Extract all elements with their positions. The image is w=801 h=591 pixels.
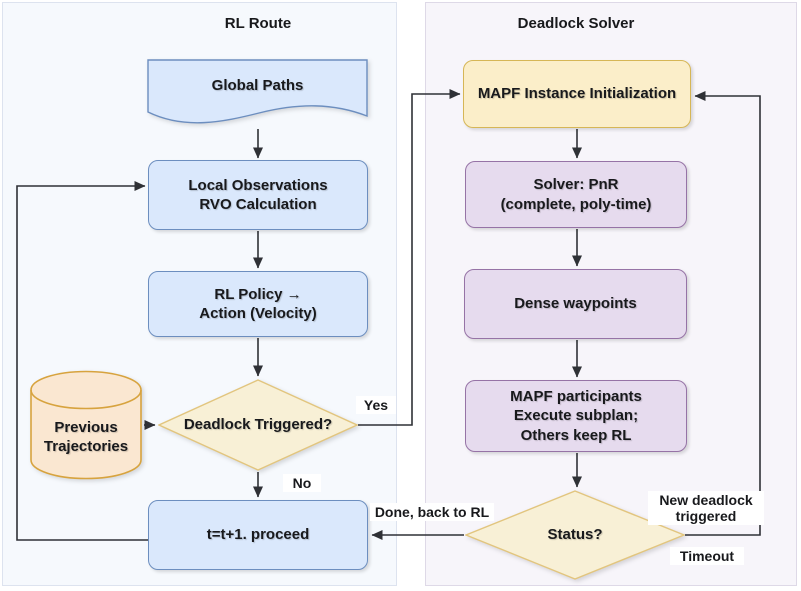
node-t-step-label: t=t+1. proceed [206,526,310,544]
edge-label-no: No [283,474,321,493]
node-deadlock-triggered: Deadlock Triggered? [158,379,358,471]
node-global-paths-label: Global Paths [211,76,304,94]
node-local-observations: Local Observations RVO Calculation [148,160,368,230]
node-mapf-participants-label: MAPF participants Execute subplan; Other… [510,388,642,444]
panel-title-rl-route: RL Route [224,15,292,32]
node-rl-policy-label: RL Policy → Action (Velocity) [199,285,317,322]
node-previous-trajectories-label: Previous Trajectories [43,418,129,455]
node-rl-policy: RL Policy → Action (Velocity) [148,271,368,337]
node-status: Status? [465,490,685,580]
node-solver-pnr: Solver: PnR (complete, poly-time) [465,161,687,228]
decision-diamond-shape [158,379,358,471]
node-dense-waypoints: Dense waypoints [464,269,687,339]
node-solver-pnr-label: Solver: PnR (complete, poly-time) [500,176,652,213]
node-mapf-participants: MAPF participants Execute subplan; Other… [465,380,687,452]
document-shape [147,59,368,124]
panel-title-deadlock-solver: Deadlock Solver [517,15,635,32]
node-status-label: Status? [547,526,603,544]
decision-diamond-shape [465,490,685,580]
edge-label-timeout: Timeout [670,547,744,566]
node-deadlock-triggered-label: Deadlock Triggered? [183,416,333,434]
edge-label-done-back-to-rl: Done, back to RL [370,503,494,522]
node-mapf-init: MAPF Instance Initialization [463,60,691,128]
node-t-step: t=t+1. proceed [148,500,368,570]
edge-label-yes: Yes [356,396,396,415]
node-local-observations-label: Local Observations RVO Calculation [188,176,328,213]
node-dense-waypoints-label: Dense waypoints [514,295,637,313]
edge-label-new-deadlock-triggered: New deadlock triggered [648,491,764,526]
node-global-paths: Global Paths [147,59,368,128]
node-previous-trajectories: Previous Trajectories [29,370,143,480]
node-mapf-init-label: MAPF Instance Initialization [477,85,677,103]
